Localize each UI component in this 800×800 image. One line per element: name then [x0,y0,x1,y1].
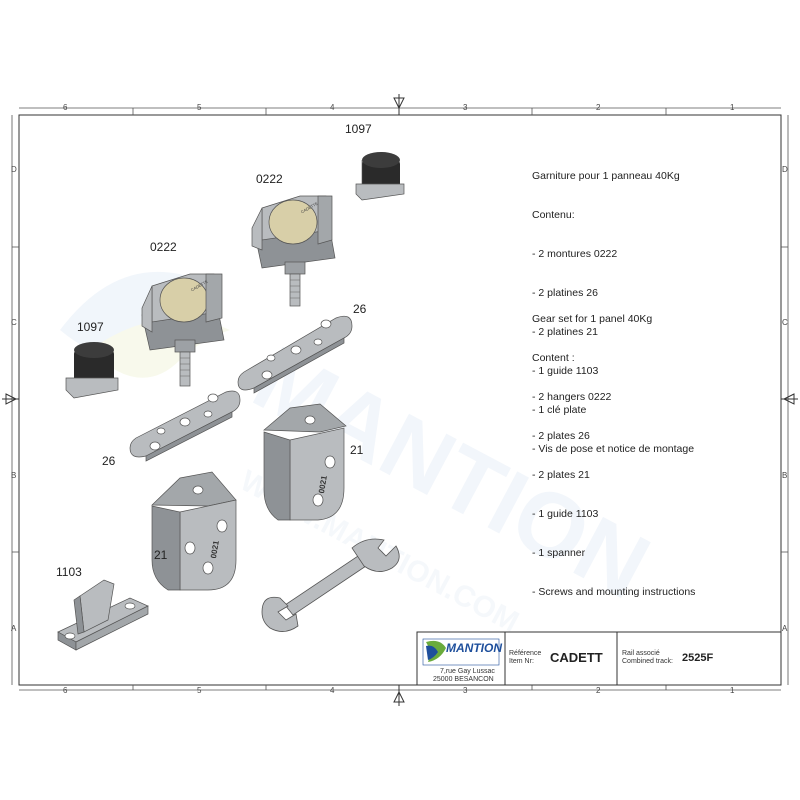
notes-fr-item: - 1 guide 1103 [532,365,599,377]
notes-en: Gear set for 1 panel 40Kg Content : - 2 … [532,287,695,612]
guide-1097-left [65,342,119,399]
col-label-top-4: 4 [330,103,335,112]
notes-en-heading: Content : [532,352,575,364]
notes-fr: Garniture pour 1 panneau 40Kg Contenu: -… [532,144,694,469]
col-label-bottom-1: 1 [730,686,735,695]
col-label-top-2: 2 [596,103,601,112]
reference-value: CADETT [550,650,603,665]
part-label-1103: 1103 [56,565,82,579]
row-label-left-C: C [11,318,17,327]
mantion-logo [422,638,500,666]
plate-26-left [129,390,241,462]
part-label-21-right: 21 [350,443,364,457]
notes-en-title: Gear set for 1 panel 40Kg [532,313,653,325]
center-markers [2,94,798,706]
notes-en-item: - Screws and mounting instructions [532,586,696,598]
row-label-left-A: A [11,624,17,633]
notes-fr-item: - 1 clé plate [532,404,587,416]
company-address-line1: 7,rue Gay Lussac [440,668,495,675]
notes-fr-item: - 2 montures 0222 [532,248,618,260]
guide-1097-top [355,152,405,201]
row-label-left-D: D [11,165,17,174]
plate-21-right [263,403,347,521]
part-label-0222-right: 0222 [256,172,283,186]
notes-fr-title: Garniture pour 1 panneau 40Kg [532,170,680,182]
outer-frame [18,114,782,686]
col-label-top-1: 1 [730,103,735,112]
row-label-right-A: A [782,624,788,633]
part-label-21-left: 21 [154,548,168,562]
rail-label: Rail associé Combined track: [622,650,673,665]
col-label-bottom-5: 5 [197,686,202,695]
row-label-right-B: B [782,471,788,480]
part-label-26-right: 26 [353,302,367,316]
col-label-bottom-4: 4 [330,686,335,695]
part-label-26-left: 26 [102,454,116,468]
hanger-0222-left [141,273,225,387]
col-label-top-5: 5 [197,103,202,112]
brand-name: MANTION [446,641,502,655]
rail-value: 2525F [682,652,714,664]
col-label-top-6: 6 [63,103,68,112]
notes-fr-item: - Vis de pose et notice de montage [532,443,695,455]
col-label-bottom-3: 3 [463,686,468,695]
notes-fr-item: - 2 platines 26 [532,287,598,299]
guide-1103 [57,579,149,651]
col-label-bottom-6: 6 [63,686,68,695]
notes-fr-item: - 2 platines 21 [532,326,598,338]
col-label-top-3: 3 [463,103,468,112]
part-label-1097-top: 1097 [345,122,372,136]
hanger-0222-right [251,195,336,307]
part-label-1097-left: 1097 [77,320,104,334]
notes-en-item: - 1 guide 1103 [532,508,599,520]
notes-fr-heading: Contenu: [532,209,575,221]
row-label-right-D: D [782,165,788,174]
part-label-0222-left: 0222 [150,240,177,254]
notes-en-item: - 1 spanner [532,547,586,559]
reference-label: Référence Item Nr: [509,650,542,665]
row-label-right-C: C [782,318,788,327]
plate-26-right [237,315,353,394]
notes-en-item: - 2 plates 21 [532,469,590,481]
plate-21-left [151,471,237,591]
row-label-left-B: B [11,471,17,480]
notes-en-item: - 2 plates 26 [532,430,590,442]
spanner [261,538,400,632]
company-address-line2: 25000 BESANCON [433,676,494,683]
col-label-bottom-2: 2 [596,686,601,695]
notes-en-item: - 2 hangers 0222 [532,391,612,403]
